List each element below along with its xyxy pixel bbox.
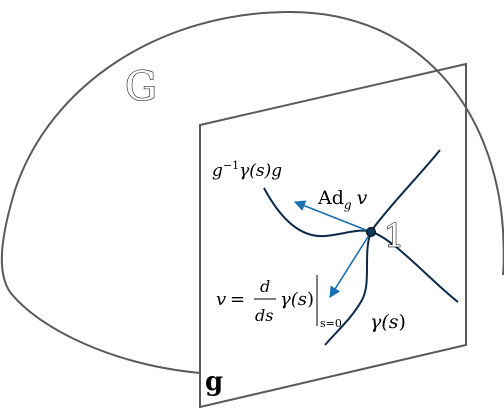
curve-gamma [324,149,441,346]
group-label: G [125,64,157,110]
algebra-label: g [205,367,223,397]
adjoint-vector-arrow [293,200,372,233]
identity-point [366,227,376,237]
group-dome-outline [0,10,504,374]
svg-text:γ(s): γ(s) [280,289,314,310]
conjugated-curve-label: g−1γ(s)g [212,159,282,181]
tangent-vector-arrow [329,231,372,298]
curve-conjugated [263,187,459,303]
svg-text:v: v [216,289,226,310]
identity-label: 1 [384,217,404,255]
tangent-plane [199,62,467,409]
svg-text:s=0: s=0 [320,317,342,330]
svg-text:ds: ds [255,306,273,325]
svg-text:=: = [230,289,245,310]
svg-text:d: d [260,277,270,296]
curve-gamma-label: γ(s) [370,311,406,333]
tangent-vector-label: v = d ds γ(s) s=0 [216,275,342,330]
